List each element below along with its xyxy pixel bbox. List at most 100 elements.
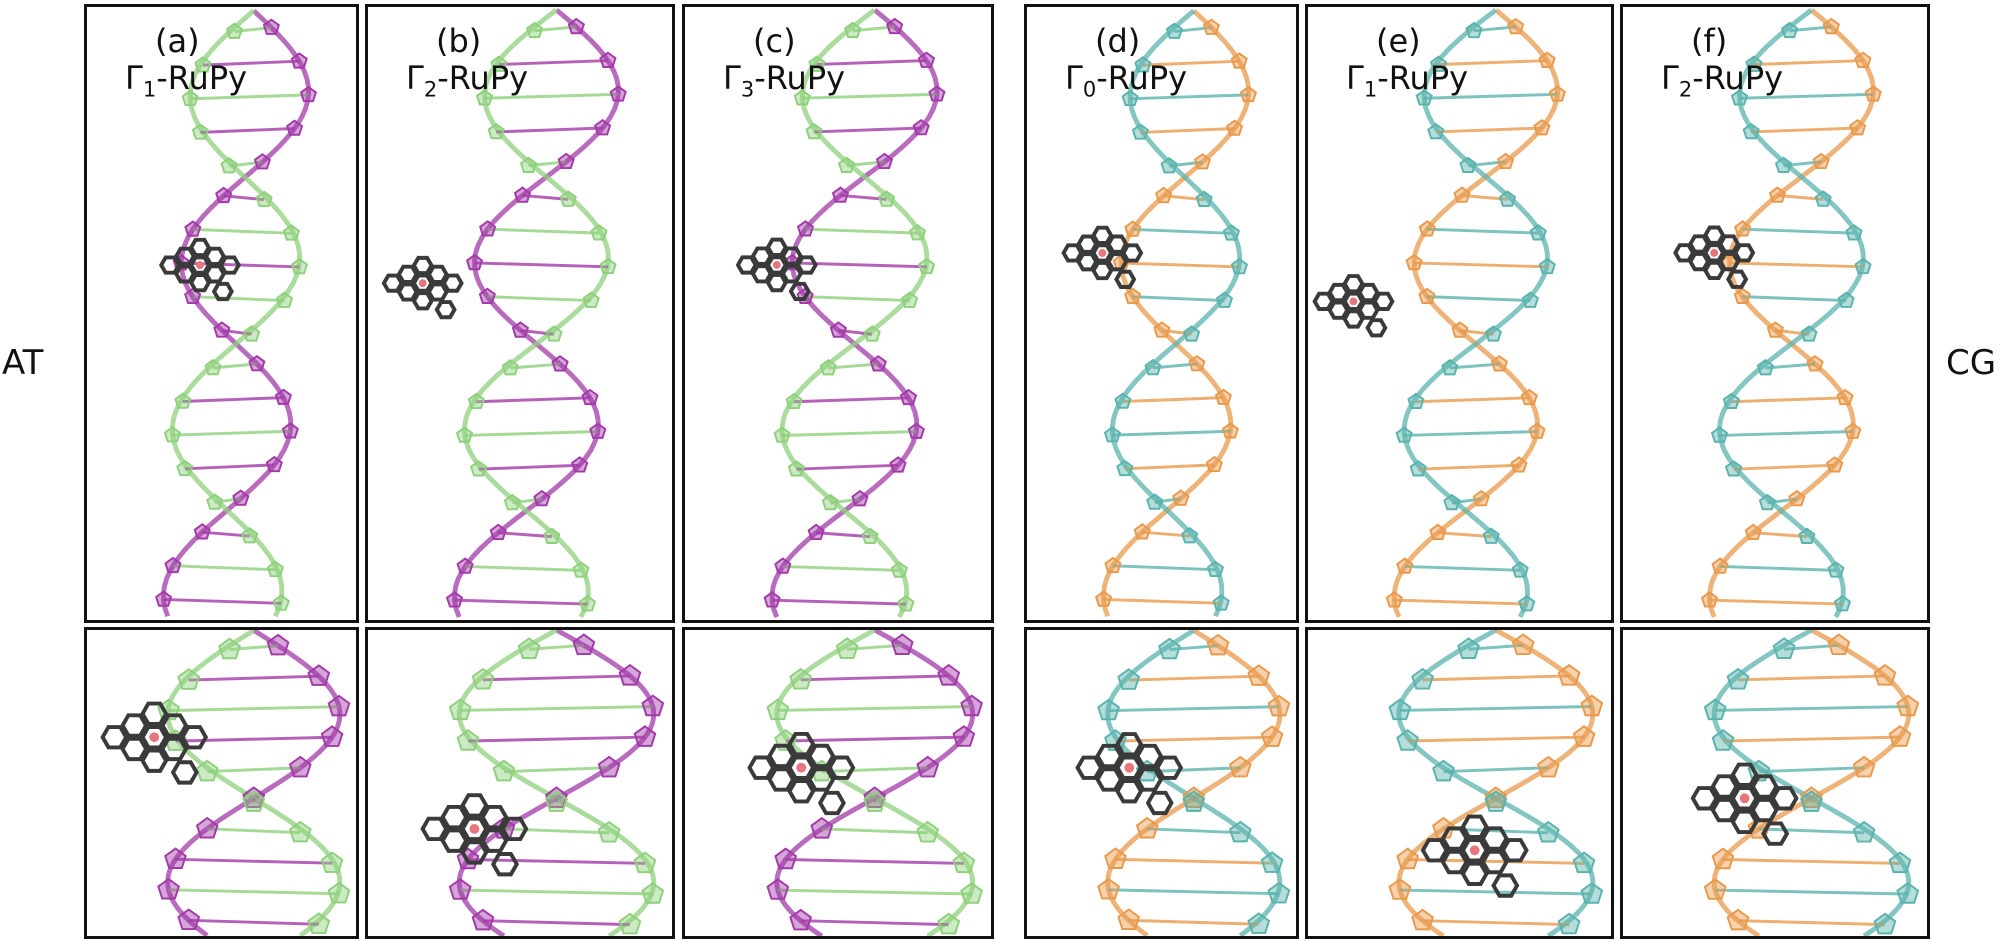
strand-b bbox=[462, 8, 611, 619]
sugar-ring bbox=[1873, 912, 1897, 935]
sugar-ring bbox=[1482, 527, 1500, 544]
base-pair bbox=[785, 735, 964, 743]
sugar-ring bbox=[774, 847, 798, 870]
panel-f-label: (f) Γ2-RuPy bbox=[1661, 23, 1783, 101]
sugar-ring bbox=[557, 152, 575, 170]
base-pair bbox=[782, 564, 900, 572]
sugar-ring bbox=[1396, 729, 1420, 751]
sugar-ring bbox=[789, 908, 813, 931]
base-pair bbox=[1415, 396, 1530, 404]
sugar-ring bbox=[599, 51, 617, 68]
sugar-ring bbox=[766, 698, 790, 721]
panel-e-overview: (e) Γ1-RuPy bbox=[1305, 4, 1614, 623]
sugar-ring bbox=[1097, 877, 1121, 900]
sugar-ring bbox=[1385, 591, 1403, 608]
ruthenium-complex bbox=[747, 732, 856, 816]
sugar-ring bbox=[917, 51, 936, 68]
sugar-ring bbox=[215, 186, 233, 204]
sugar-ring bbox=[282, 224, 301, 241]
sugar-ring bbox=[1711, 729, 1735, 751]
sugar-ring bbox=[501, 358, 519, 376]
sugar-ring bbox=[1888, 725, 1912, 747]
sugar-ring bbox=[1418, 287, 1436, 304]
sugar-ring bbox=[1114, 392, 1132, 409]
sugar-ring bbox=[307, 912, 331, 934]
sugar-ring bbox=[1812, 152, 1830, 170]
base-pair bbox=[1154, 497, 1182, 504]
sugar-ring bbox=[533, 489, 551, 507]
sugar-ring bbox=[1733, 287, 1751, 304]
panel-f-name: Γ2-RuPy bbox=[1661, 58, 1784, 102]
base-pair bbox=[828, 362, 879, 370]
sugar-ring bbox=[1772, 637, 1796, 659]
sugar-ring bbox=[900, 291, 919, 308]
sugar-ring bbox=[877, 190, 896, 207]
panel-a-tag: (a) bbox=[155, 22, 200, 60]
sugar-ring bbox=[266, 560, 285, 578]
strand-b bbox=[169, 8, 303, 618]
base-pair bbox=[207, 766, 301, 774]
sugar-ring bbox=[290, 257, 309, 275]
sugar-ring bbox=[467, 392, 485, 410]
sugar-ring bbox=[1845, 224, 1863, 241]
base-pair bbox=[1449, 362, 1500, 370]
sugar-ring bbox=[290, 52, 308, 69]
sugar-ring bbox=[1247, 912, 1271, 934]
strand-a bbox=[456, 630, 657, 936]
panel-d-overview: (d) Γ0-RuPy bbox=[1024, 4, 1299, 623]
panel-b-structure bbox=[381, 8, 627, 619]
sugar-ring bbox=[633, 725, 657, 747]
sugar-ring bbox=[1510, 456, 1528, 473]
sugar-ring bbox=[1165, 22, 1183, 39]
base-pair bbox=[1394, 598, 1527, 606]
base-pair bbox=[813, 126, 922, 134]
sugar-ring bbox=[581, 388, 599, 406]
base-pair bbox=[1742, 227, 1855, 235]
base-pair bbox=[800, 674, 949, 682]
base-pair bbox=[1722, 858, 1901, 865]
sugar-ring bbox=[1788, 489, 1806, 507]
panel-a-structure bbox=[155, 8, 318, 618]
base-pair bbox=[188, 918, 319, 926]
sugar-ring bbox=[448, 698, 472, 721]
sugar-ring bbox=[618, 912, 642, 935]
base-pair bbox=[1418, 463, 1520, 471]
base-pair bbox=[1758, 827, 1865, 835]
sugar-ring bbox=[899, 388, 918, 406]
sugar-ring bbox=[1172, 489, 1190, 506]
sugar-ring bbox=[1124, 220, 1142, 237]
sugar-ring bbox=[1758, 493, 1776, 511]
sugar-ring bbox=[1228, 820, 1252, 843]
sugar-ring bbox=[543, 527, 561, 544]
panel-b-label: (b) Γ2-RuPy bbox=[406, 23, 528, 101]
sugar-ring bbox=[445, 591, 464, 608]
ruthenium-complex bbox=[158, 237, 241, 302]
sugar-ring bbox=[1411, 908, 1434, 931]
sugar-ring bbox=[545, 325, 563, 342]
base-pair bbox=[1140, 127, 1235, 134]
sugar-ring bbox=[1484, 790, 1508, 812]
base-pair bbox=[1709, 598, 1843, 606]
strand-a bbox=[165, 630, 343, 936]
sugar-ring bbox=[1722, 392, 1740, 410]
sugar-ring bbox=[469, 460, 488, 477]
base-pair bbox=[1112, 564, 1216, 572]
panel-c-suffix: -RuPy bbox=[754, 58, 846, 97]
base-pair bbox=[484, 92, 619, 100]
sugar-ring bbox=[1848, 119, 1867, 136]
base-pair bbox=[1122, 396, 1224, 403]
base-pair bbox=[1715, 705, 1908, 712]
sugar-ring bbox=[1864, 85, 1882, 102]
sugar-ring bbox=[1836, 388, 1854, 406]
base-pair bbox=[802, 92, 937, 100]
base-pair bbox=[503, 766, 610, 774]
sugar-ring bbox=[590, 224, 608, 241]
sugar-ring bbox=[886, 17, 904, 35]
ruthenium-complex bbox=[735, 237, 818, 302]
base-pair bbox=[1121, 261, 1240, 269]
sugar-ring bbox=[1511, 561, 1529, 578]
sugar-ring bbox=[255, 190, 273, 207]
sugar-ring bbox=[1711, 557, 1729, 574]
sugar-ring bbox=[1472, 489, 1490, 507]
sugar-ring bbox=[593, 119, 612, 136]
